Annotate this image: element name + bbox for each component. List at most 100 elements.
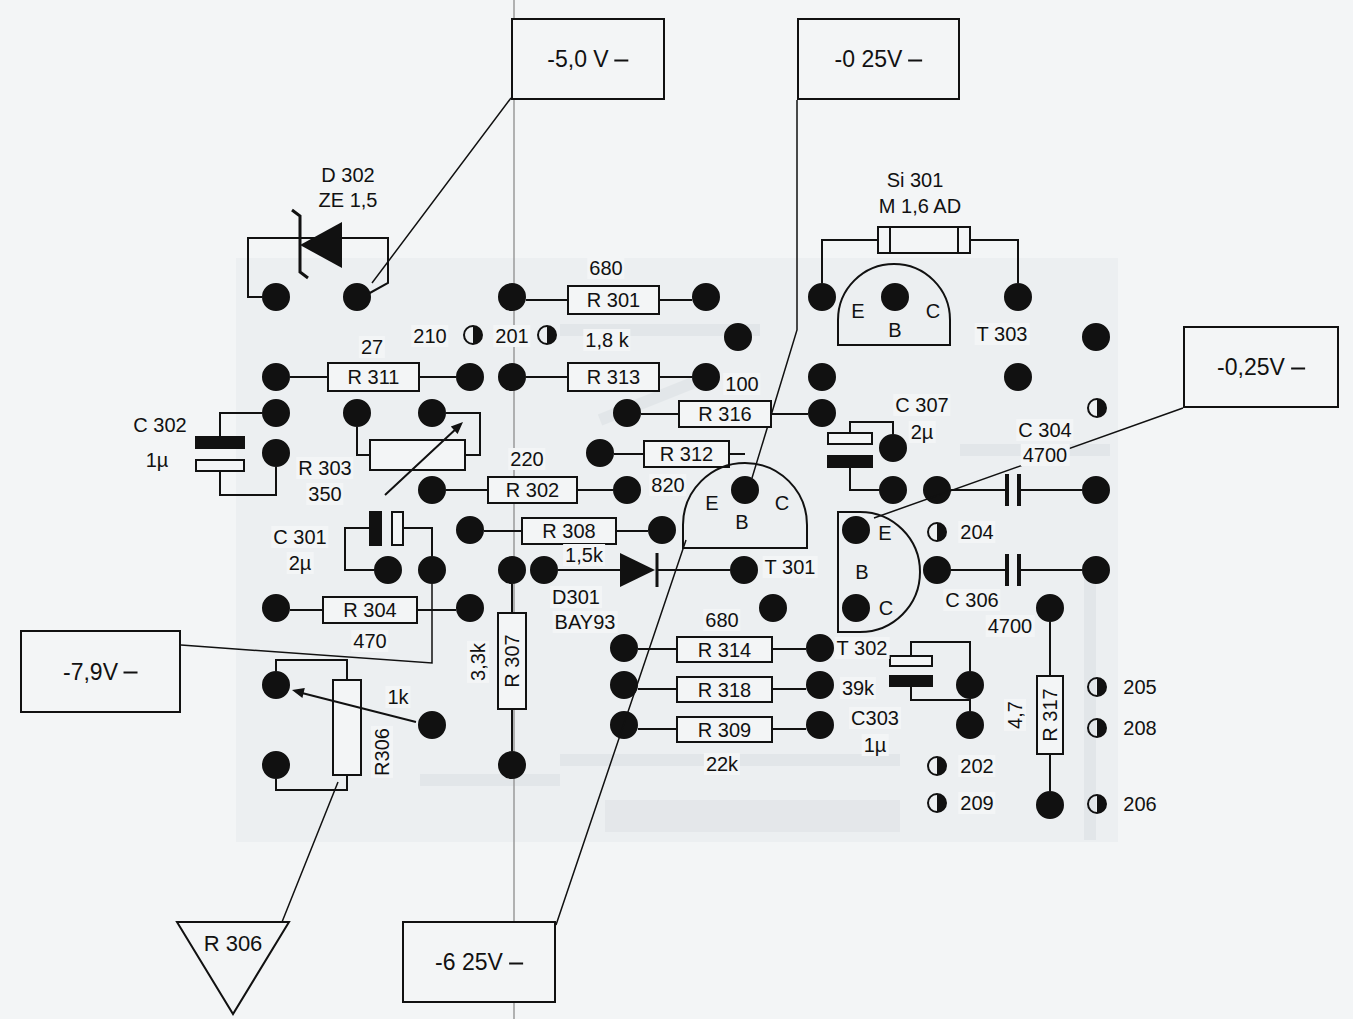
- transistor-outline-path: [838, 512, 920, 632]
- resistor-body: R 312: [643, 440, 730, 468]
- part-label: C 304: [1016, 419, 1073, 441]
- part-label: R 303: [296, 457, 353, 479]
- part-name: R 307: [502, 634, 522, 687]
- part-label: 470: [351, 630, 388, 652]
- part-label: 1,8 k: [583, 329, 630, 351]
- value-label: 3,3k: [467, 641, 489, 683]
- resistor-body: R 317: [1036, 675, 1064, 755]
- test-point-fill: [473, 326, 1106, 813]
- pin-letter: C: [879, 598, 893, 618]
- film-capacitor-symbol: [1007, 474, 1019, 586]
- part-label: 204: [958, 521, 995, 543]
- fuse-symbol: [878, 227, 970, 253]
- pin-letter: B: [888, 320, 901, 340]
- part-name: R 313: [587, 367, 640, 387]
- resistor-body: R 316: [678, 400, 772, 428]
- transistor-outline-path: [838, 264, 950, 345]
- part-label: 206: [1121, 793, 1158, 815]
- part-label: T 301: [763, 556, 818, 578]
- part-label: 208: [1121, 717, 1158, 739]
- resistor-body: R 301: [567, 285, 660, 315]
- resistor-body: R 311: [327, 362, 420, 392]
- resistor-body: R 313: [567, 362, 660, 392]
- voltage-callout: -7,9V: [20, 630, 181, 713]
- test-point-ring: [464, 326, 1106, 813]
- pin-letter: E: [705, 493, 718, 513]
- part-label: 1µ: [144, 449, 171, 471]
- part-name: R 308: [542, 521, 595, 541]
- part-label: 1,5k: [563, 544, 605, 566]
- part-name: R 306: [204, 933, 263, 955]
- part-label: D301: [550, 586, 602, 608]
- part-label: 1µ: [862, 734, 889, 756]
- voltage-value: -6 25V: [435, 951, 523, 974]
- resistor-body: R 309: [676, 716, 773, 743]
- capacitor-symbol: [196, 433, 932, 666]
- pin-letter: E: [878, 523, 891, 543]
- part-name: R 316: [698, 404, 751, 424]
- part-label: 4700: [1021, 444, 1070, 466]
- voltage-callout: -0,25V: [1183, 326, 1339, 408]
- zener-diode-bar: [292, 210, 308, 278]
- part-label: 2µ: [909, 421, 936, 443]
- transistor-outline-shape: [681, 461, 809, 550]
- voltage-callout: -6 25V: [402, 921, 556, 1003]
- part-label: 100: [723, 373, 760, 395]
- part-label: 209: [958, 792, 995, 814]
- part-label: 22k: [704, 753, 740, 775]
- resistor-body: R 308: [521, 517, 617, 545]
- diode-symbol: [620, 553, 655, 587]
- part-name: R 317: [1040, 688, 1060, 741]
- pin-letter: B: [735, 512, 748, 532]
- reference-triangle: R 306: [175, 920, 291, 1016]
- voltage-callout: -0 25V: [797, 18, 960, 100]
- part-label: 220: [508, 448, 545, 470]
- value-label: R306: [371, 726, 393, 778]
- part-name: R 301: [587, 290, 640, 310]
- voltage-callout: -5,0 V: [511, 18, 665, 100]
- transistor-outline: EB C: [681, 461, 809, 550]
- part-label: C303: [849, 707, 901, 729]
- part-label: 4700: [986, 615, 1035, 637]
- transistor-outline: EBC: [836, 262, 952, 347]
- leader-line: [181, 98, 1183, 925]
- voltage-value: -5,0 V: [547, 48, 628, 71]
- part-label: 205: [1121, 676, 1158, 698]
- part-label: T 303: [975, 323, 1030, 345]
- part-name: R 312: [660, 444, 713, 464]
- pin-letter: E: [851, 301, 864, 321]
- transistor-outline: EBC: [836, 510, 922, 634]
- voltage-value: -0 25V: [835, 48, 923, 71]
- part-label: 1k: [385, 686, 410, 708]
- part-label: 820: [649, 474, 686, 496]
- part-label: D 302: [319, 164, 376, 186]
- component-leads: [220, 238, 1082, 791]
- solder-pads: [262, 283, 1110, 819]
- board-ground: [236, 258, 1118, 842]
- resistor-body: R 314: [676, 636, 773, 663]
- transistor-outline-path: [683, 463, 807, 548]
- part-label: M 1,6 AD: [877, 195, 963, 217]
- fold-line: [513, 0, 515, 1019]
- part-label: 27: [359, 336, 385, 358]
- triangle-outline: [177, 922, 289, 1014]
- part-label: C 301: [271, 526, 328, 548]
- diode-bar: [656, 553, 659, 587]
- part-label: BAY93: [553, 611, 618, 633]
- zener-diode-symbol: [300, 222, 342, 268]
- pin-letter: C: [926, 301, 940, 321]
- part-label: ZE 1,5: [317, 189, 380, 211]
- part-name: R 314: [698, 640, 751, 660]
- pin-letter: C: [775, 493, 789, 513]
- part-label: 2µ: [287, 552, 314, 574]
- part-label: Si 301: [885, 169, 946, 191]
- part-label: C 307: [893, 394, 950, 416]
- voltage-value: -0,25V: [1217, 356, 1305, 379]
- part-name: R 318: [698, 680, 751, 700]
- part-label: 210: [411, 325, 448, 347]
- part-name: R 302: [506, 480, 559, 500]
- part-label: 350: [306, 483, 343, 505]
- part-label: 202: [958, 755, 995, 777]
- pin-letter: B: [855, 562, 868, 582]
